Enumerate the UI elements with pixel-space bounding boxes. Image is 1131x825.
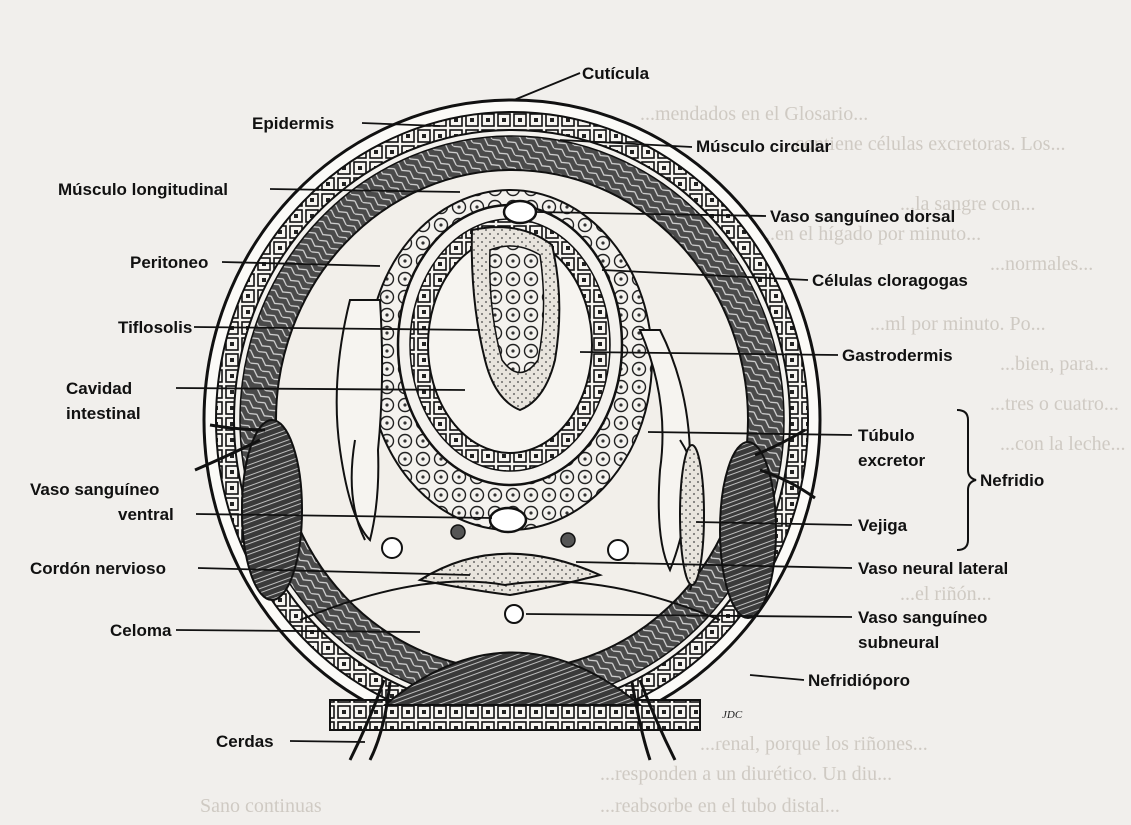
dorsal-blood-vessel — [504, 201, 536, 223]
label-celulas-cloragogas: Células cloragogas — [812, 271, 968, 290]
label-cavidad-line1: Cavidad — [66, 379, 132, 398]
label-musculo-circular: Músculo circular — [696, 137, 831, 156]
leader-cerdas — [290, 741, 365, 742]
bleed-line-12: ...responden a un diurético. Un diu... — [600, 763, 892, 785]
nephrostome-right — [608, 540, 628, 560]
leader-nefridioporo — [750, 675, 804, 680]
label-cavidad-line2: intestinal — [66, 404, 141, 423]
label-gastrodermis: Gastrodermis — [842, 346, 953, 365]
bleed-line-5: ...normales... — [990, 253, 1093, 275]
label-vaso-subneural-line1: Vaso sanguíneo — [858, 608, 987, 627]
bleed-line-14: Sano continuas — [200, 795, 322, 817]
bleed-line-11: ...renal, porque los riñones... — [700, 733, 928, 755]
lateral-neural-vessel-right — [561, 533, 575, 547]
leader-cuticula — [514, 73, 580, 100]
label-celoma: Celoma — [110, 621, 172, 640]
label-vaso-dorsal: Vaso sanguíneo dorsal — [770, 207, 955, 226]
bleed-line-6: ...ml por minuto. Po... — [870, 313, 1046, 335]
label-cordon: Cordón nervioso — [30, 559, 166, 578]
bleed-line-1: ...mendados en el Glosario... — [640, 103, 868, 125]
label-vaso-ventral-line1: Vaso sanguíneo — [30, 480, 159, 499]
label-cerdas: Cerdas — [216, 732, 274, 751]
intestine — [368, 190, 652, 530]
label-nefridioporo: Nefridióporo — [808, 671, 910, 690]
label-tiflosolis: Tiflosolis — [118, 318, 192, 337]
label-vejiga: Vejiga — [858, 516, 908, 535]
lateral-neural-vessel-left — [451, 525, 465, 539]
label-epidermis: Epidermis — [252, 114, 334, 133]
label-nefridio: Nefridio — [980, 471, 1044, 490]
bleed-line-10: ...el riñón... — [900, 583, 992, 605]
label-vaso-subneural-line2: subneural — [858, 633, 939, 652]
label-vaso-ventral-line2: ventral — [118, 505, 174, 524]
nefridio-bracket — [957, 410, 976, 550]
bleed-line-8: ...tres o cuatro... — [990, 393, 1119, 415]
label-vaso-neural-lateral: Vaso neural lateral — [858, 559, 1008, 578]
right-lateral-muscle — [720, 442, 776, 618]
nephrostome-left — [382, 538, 402, 558]
bleed-line-4: ...en el hígado por minuto... — [760, 223, 981, 245]
bleed-line-7: ...bien, para... — [1000, 353, 1109, 375]
label-tubulo-line2: excretor — [858, 451, 925, 470]
illustrator-signature: JDC — [722, 709, 743, 721]
label-peritoneo: Peritoneo — [130, 253, 208, 272]
label-musculo-longitudinal: Músculo longitudinal — [58, 180, 228, 199]
ventral-blood-vessel — [490, 508, 526, 532]
subneural-blood-vessel — [505, 605, 523, 623]
bleed-line-9: ...con la leche... — [1000, 433, 1126, 455]
left-lateral-muscle — [242, 420, 302, 600]
label-tubulo-line1: Túbulo — [858, 426, 915, 445]
label-cuticula: Cutícula — [582, 64, 650, 83]
bleed-line-13: ...reabsorbe en el tubo distal... — [600, 795, 840, 817]
